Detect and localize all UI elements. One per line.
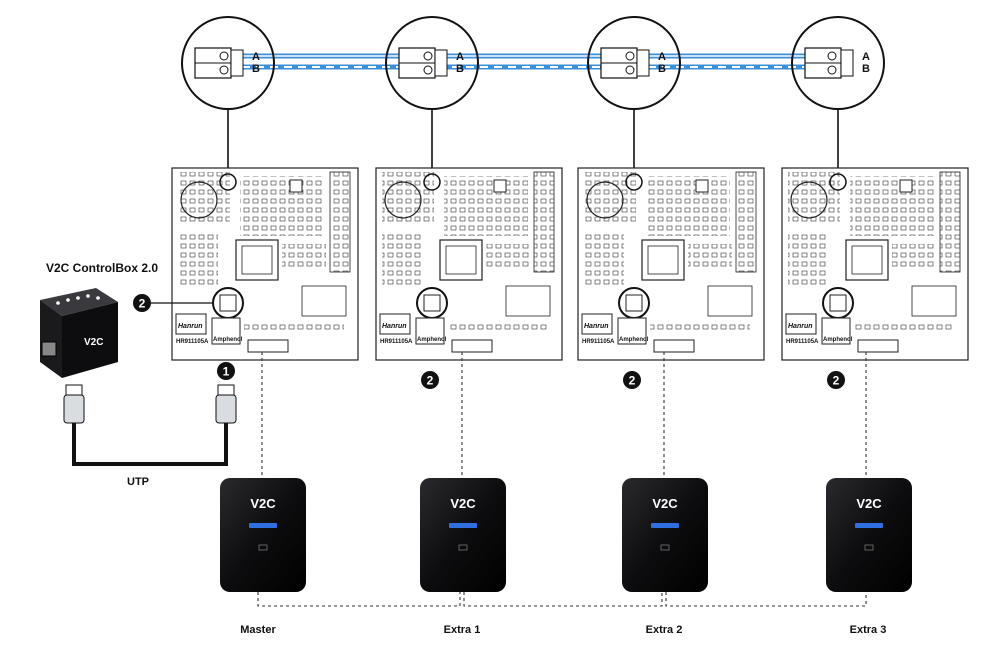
chip-brand: Hanrun <box>584 323 609 330</box>
charger-label: Extra 2 <box>646 624 683 636</box>
chip-brand: Hanrun <box>382 323 407 330</box>
charger-extra-3: V2C Extra 3 <box>826 478 912 636</box>
bus-lines <box>228 53 838 70</box>
charger-master: V2C Master <box>220 478 306 636</box>
bus-label-a: A <box>658 51 666 63</box>
charger-label: Extra 1 <box>444 624 481 636</box>
charger-label: Master <box>240 624 276 636</box>
connector-label: Amphenol <box>619 337 649 343</box>
marker-two-board-2: 2 <box>421 371 439 389</box>
connector-label: Amphenol <box>417 337 447 343</box>
terminal-zoom-3: A B <box>587 16 681 110</box>
chip-brand: Hanrun <box>178 323 203 330</box>
connector-label: Amphenol <box>213 337 243 343</box>
marker-two-board-1: 2 <box>133 294 213 312</box>
bus-label-b: B <box>862 63 870 75</box>
terminal-zoom-2: A B <box>385 16 479 110</box>
marker-two-label: 2 <box>629 374 636 388</box>
utp-label: UTP <box>127 476 149 488</box>
pcb-board-1: Hanrun HR911105A Amphenol <box>171 167 359 361</box>
pcb-board-4: Hanrun HR911105A Amphenol <box>781 167 969 361</box>
utp-cable: UTP <box>63 384 237 488</box>
charger-wiring <box>257 352 867 607</box>
controlbox-title: V2C ControlBox 2.0 <box>46 261 158 275</box>
bus-label-b: B <box>456 63 464 75</box>
charger-label: Extra 3 <box>850 624 887 636</box>
marker-two-label: 2 <box>833 374 840 388</box>
controlbox-device: V2C <box>40 288 118 378</box>
charger-logo: V2C <box>450 496 476 511</box>
zoom-leaders <box>227 109 839 178</box>
bus-label-a: A <box>862 51 870 63</box>
terminal-zoom-4: A B <box>791 16 885 110</box>
bus-label-a: A <box>252 51 260 63</box>
marker-one-label: 1 <box>223 365 230 379</box>
marker-two-board-4: 2 <box>827 371 845 389</box>
charger-logo: V2C <box>250 496 276 511</box>
pcb-board-2: Hanrun HR911105A Amphenol <box>375 167 563 361</box>
charger-extra-2: V2C Extra 2 <box>622 478 708 636</box>
bus-label-a: A <box>456 51 464 63</box>
bus-label-b: B <box>252 63 260 75</box>
chip-brand: Hanrun <box>788 323 813 330</box>
marker-two-board-3: 2 <box>623 371 641 389</box>
pcb-board-3: Hanrun HR911105A Amphenol <box>577 167 765 361</box>
controlbox-logo: V2C <box>84 337 103 348</box>
charger-extra-1: V2C Extra 1 <box>420 478 506 636</box>
bus-label-b: B <box>658 63 666 75</box>
chip-part: HR911105A <box>176 339 209 345</box>
charger-logo: V2C <box>856 496 882 511</box>
marker-two-label: 2 <box>427 374 434 388</box>
chip-part: HR911105A <box>582 339 615 345</box>
chip-part: HR911105A <box>786 339 819 345</box>
marker-two-label: 2 <box>139 297 146 311</box>
charger-logo: V2C <box>652 496 678 511</box>
chip-part: HR911105A <box>380 339 413 345</box>
connector-label: Amphenol <box>823 337 853 343</box>
terminal-zoom-1: A B <box>181 16 275 110</box>
marker-one: 1 <box>217 362 235 380</box>
